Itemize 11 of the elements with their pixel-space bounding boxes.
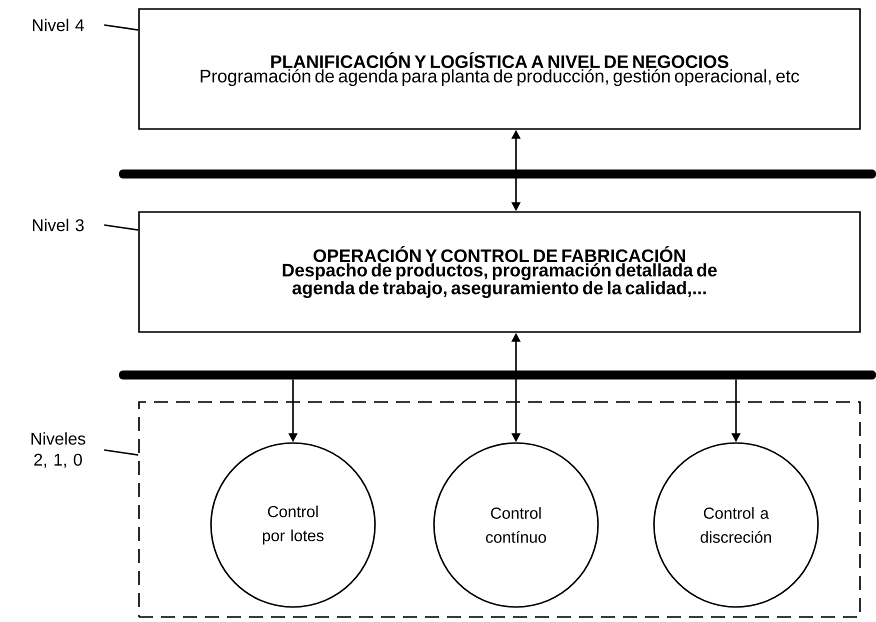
leader-line: [104, 24, 138, 31]
leader-line: [104, 449, 138, 456]
leader-line: [104, 224, 138, 231]
bus-bar: [119, 370, 876, 380]
level-label: Nivel 3: [32, 218, 84, 232]
dashed-frame: [138, 401, 861, 618]
level-label: Niveles 2, 1, 0: [32, 432, 86, 468]
level-box: OPERACIÓN Y CONTROL DE FABRICACIÓN Despacho de productos, programación detallada de agenda de trabajo, aseguramiento de la calidad,...: [138, 211, 861, 333]
bus-bar: [119, 170, 876, 178]
level-label: Nivel 4: [32, 18, 84, 32]
level-box: PLANIFICACIÓN Y LOGÍSTICA A NIVEL DE NEGOCIOS Programación de agenda para planta de producción, gestión operacional, etc: [138, 8, 861, 130]
